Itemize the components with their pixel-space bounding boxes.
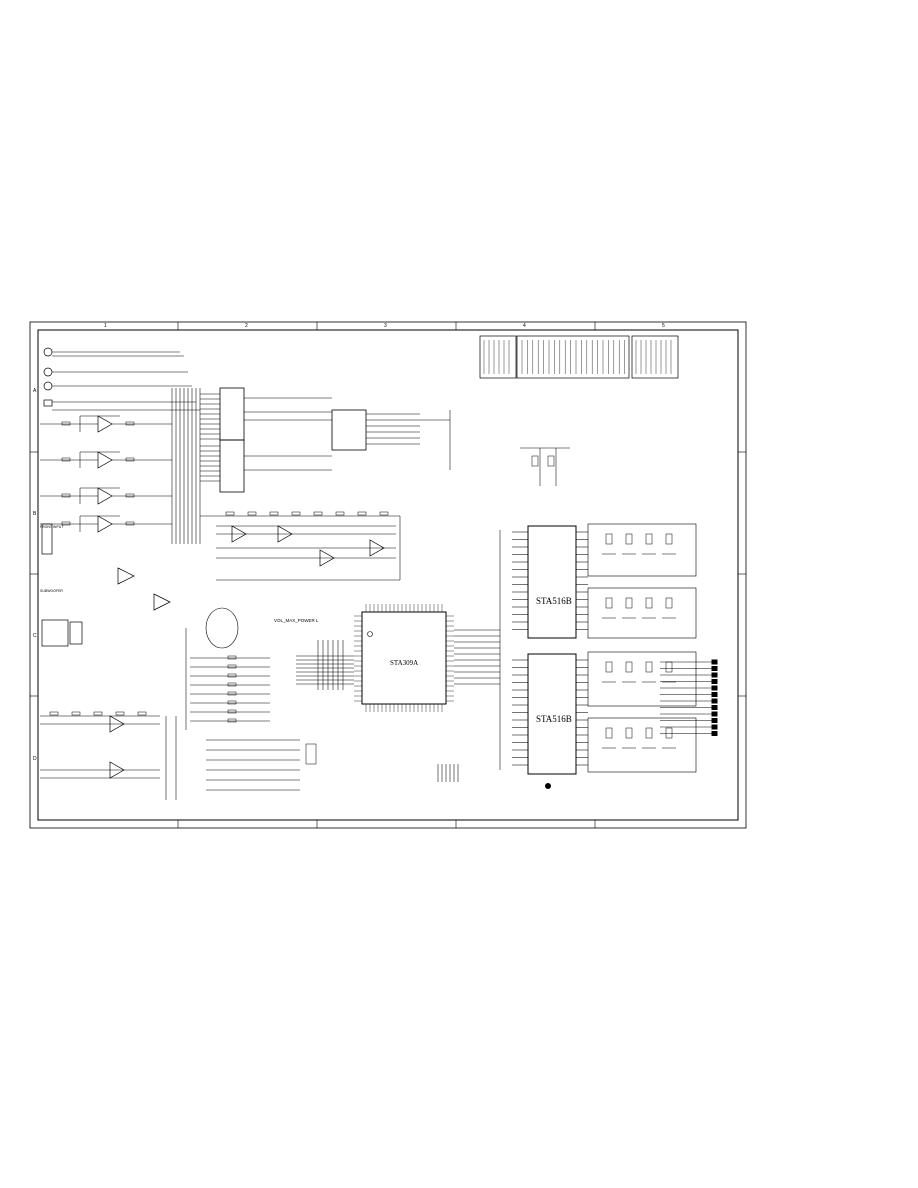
opamp-symbols — [97, 415, 385, 779]
vol-max-power-note: VOL_MAX_POWER L — [274, 618, 319, 623]
grid-row-c: C — [33, 633, 37, 639]
sta309a-label: STA309A — [390, 659, 418, 667]
input-mux-ics — [219, 387, 367, 493]
drawing-frame — [29, 321, 747, 829]
grid-col-2: 2 — [245, 323, 248, 329]
sta516b-top-label: STA516B — [536, 596, 572, 606]
pin-table-group — [479, 335, 679, 379]
subwoofer-note: SUBWOOFER — [40, 589, 63, 593]
front-input-note: FRONT INPUT — [40, 525, 64, 529]
mounting-hole — [545, 783, 551, 789]
sta516b-bottom-label: STA516B — [536, 714, 572, 724]
speaker-terminals — [711, 659, 718, 736]
grid-col-5: 5 — [662, 323, 665, 329]
sta516b-top-ic: STA516B — [527, 525, 577, 639]
grid-labels: 1 2 3 4 5 A B C D — [33, 323, 665, 762]
sta516b-bottom-ic: STA516B — [527, 653, 577, 775]
grid-col-3: 3 — [384, 323, 387, 329]
grid-col-1: 1 — [104, 323, 107, 329]
component-marks — [49, 421, 676, 765]
signal-wiring — [40, 351, 712, 800]
sta309a-ic: STA309A — [354, 604, 454, 712]
annotation-marks: VOL_MAX_POWER L FRONT INPUT SUBWOOFER — [40, 525, 551, 789]
grid-row-a: A — [33, 388, 37, 394]
output-filter-network — [587, 523, 697, 773]
grid-row-b: B — [33, 511, 37, 517]
grid-row-d: D — [33, 756, 37, 762]
grid-col-4: 4 — [523, 323, 526, 329]
